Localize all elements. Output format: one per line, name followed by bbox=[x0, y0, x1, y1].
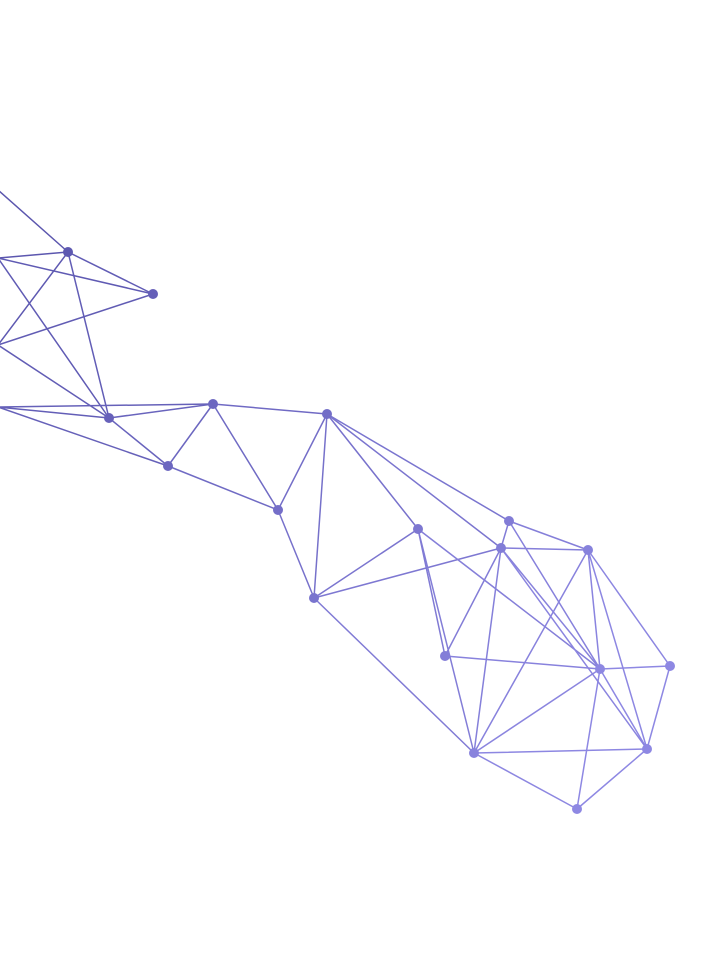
network-edge bbox=[473, 668, 601, 754]
network-node bbox=[469, 748, 479, 758]
network-edge bbox=[0, 293, 154, 346]
network-edge bbox=[500, 547, 601, 670]
network-node bbox=[148, 289, 158, 299]
network-edge bbox=[313, 413, 328, 599]
network-edge bbox=[587, 549, 601, 670]
network-edge bbox=[108, 417, 169, 467]
network-edge bbox=[587, 549, 671, 667]
network-node bbox=[504, 516, 514, 526]
network-edge bbox=[277, 509, 315, 599]
network-edge bbox=[417, 528, 475, 754]
network-edge bbox=[500, 547, 648, 750]
network-node bbox=[583, 545, 593, 555]
network-nodes bbox=[63, 247, 675, 814]
network-edge bbox=[326, 413, 502, 549]
network-edge bbox=[67, 251, 110, 419]
network-edge bbox=[508, 520, 601, 670]
network-edge bbox=[473, 748, 648, 754]
network-node bbox=[163, 461, 173, 471]
network-edge bbox=[212, 403, 328, 415]
network-edge bbox=[587, 549, 648, 750]
network-edge bbox=[0, 251, 69, 259]
network-edge bbox=[67, 251, 154, 295]
network-edge bbox=[508, 520, 589, 551]
network-edge bbox=[313, 547, 502, 599]
network-edge bbox=[0, 259, 110, 419]
network-node bbox=[273, 505, 283, 515]
network-edge bbox=[0, 406, 169, 467]
network-edge bbox=[167, 465, 279, 511]
network-edge bbox=[313, 528, 419, 599]
network-edge bbox=[599, 668, 648, 750]
network-edge bbox=[473, 547, 502, 754]
network-node bbox=[63, 247, 73, 257]
network-edge bbox=[212, 403, 279, 511]
network-node bbox=[413, 524, 423, 534]
network-node bbox=[496, 543, 506, 553]
network-edge bbox=[576, 748, 648, 810]
network-node bbox=[208, 399, 218, 409]
network-edges bbox=[0, 190, 671, 810]
network-edge bbox=[0, 257, 154, 295]
network-edge bbox=[326, 413, 419, 530]
network-edge bbox=[326, 413, 510, 522]
network-node bbox=[595, 664, 605, 674]
network-edge bbox=[417, 528, 601, 670]
network-edge bbox=[576, 668, 601, 810]
network-node bbox=[440, 651, 450, 661]
network-edge bbox=[444, 547, 502, 657]
network-node bbox=[665, 661, 675, 671]
network-node bbox=[322, 409, 332, 419]
network-node bbox=[104, 413, 114, 423]
network-edge bbox=[108, 403, 214, 419]
network-edge bbox=[417, 528, 446, 657]
network-edge bbox=[473, 752, 578, 810]
network-edge bbox=[500, 547, 589, 551]
network-node bbox=[572, 804, 582, 814]
network-edge bbox=[0, 406, 110, 419]
network-edge bbox=[0, 403, 214, 408]
network-edge bbox=[277, 413, 328, 511]
network-edge bbox=[473, 549, 589, 754]
network-edge bbox=[646, 665, 671, 750]
network-edge bbox=[313, 597, 475, 754]
network-edge bbox=[0, 251, 69, 344]
network-node bbox=[642, 744, 652, 754]
network-node bbox=[309, 593, 319, 603]
network-edge bbox=[444, 655, 601, 670]
network-edge bbox=[0, 190, 69, 253]
network-edge bbox=[599, 665, 671, 670]
network-edge bbox=[167, 403, 214, 467]
